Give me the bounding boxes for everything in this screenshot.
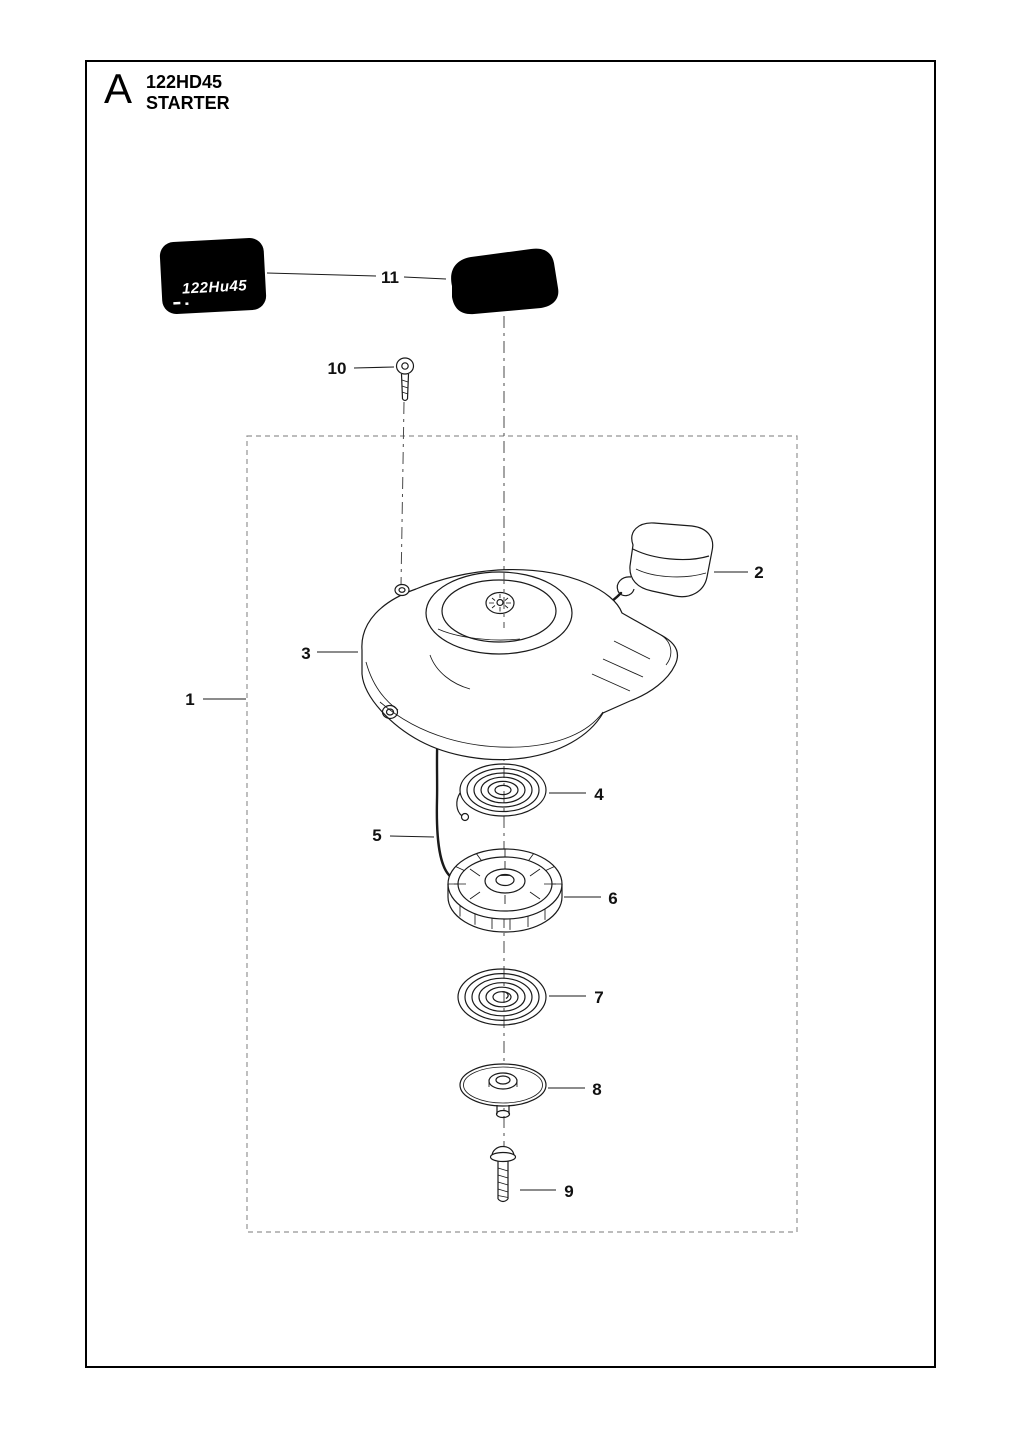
pulley-screw: [489, 1145, 517, 1203]
section-letter: A: [104, 65, 133, 112]
callout-9: 9: [564, 1182, 573, 1201]
starter-housing: [361, 569, 679, 761]
callout-7: 7: [594, 988, 603, 1007]
callout-10: 10: [328, 359, 347, 378]
callout-4: 4: [594, 785, 604, 804]
callout-5: 5: [372, 826, 381, 845]
pawl-spring: [457, 968, 547, 1026]
housing-hub: [485, 591, 515, 615]
starter-pulley: [447, 848, 563, 933]
decal-mark: [185, 302, 189, 305]
friction-washer: [459, 1063, 547, 1119]
callout-3: 3: [301, 644, 310, 663]
housing-screw: [395, 357, 415, 402]
callout-labels: 1 2 3 4 5 6 7 8 9 10 11: [185, 268, 763, 1201]
assembly-boundary-box: [246, 435, 798, 1233]
brand-decal-text: 122Hu45: [182, 277, 248, 297]
page-title: STARTER: [146, 93, 230, 113]
callout-11: 11: [381, 268, 399, 287]
starter-handle: [616, 522, 714, 598]
callout-leader-lines: [203, 272, 748, 1191]
screw-axis-line: [400, 401, 405, 587]
callout-8: 8: [592, 1080, 601, 1099]
callout-2: 2: [754, 563, 763, 582]
callout-6: 6: [608, 889, 617, 908]
recoil-spring: [456, 763, 547, 822]
decal-mark: [173, 301, 181, 305]
plain-decal: [451, 248, 559, 315]
callout-1: 1: [185, 690, 194, 709]
model-number: 122HD45: [146, 72, 223, 92]
page-frame: [85, 60, 936, 1368]
brand-decal: 122Hu45: [159, 238, 267, 314]
